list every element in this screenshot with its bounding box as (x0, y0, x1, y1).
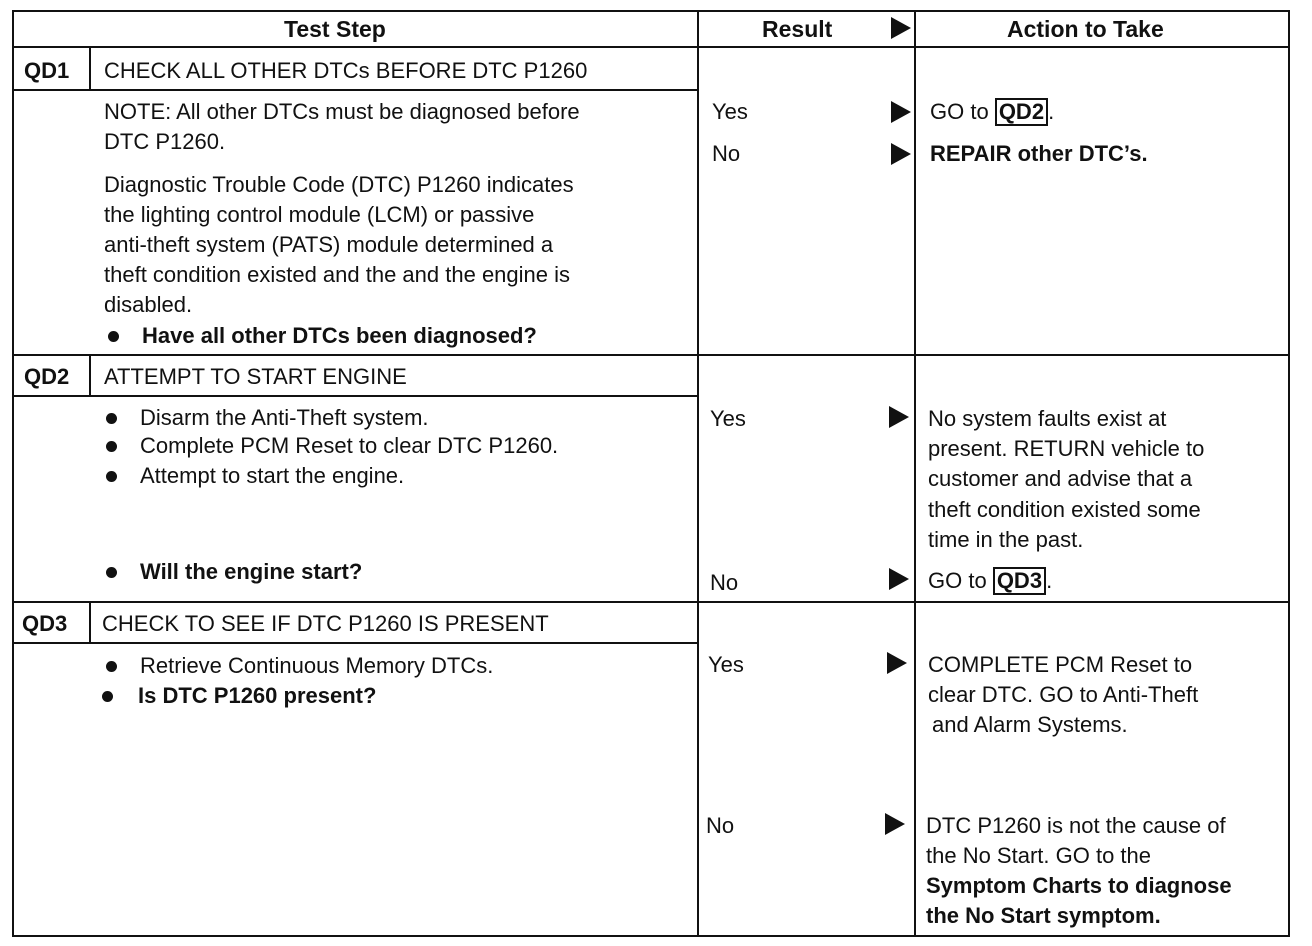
qd3-no-action-line-4: the No Start symptom. (926, 903, 1161, 928)
table-right-border (1288, 10, 1290, 937)
qd3-yes-action-line-3: and Alarm Systems. (932, 712, 1128, 737)
qd1-yes-action-prefix: GO to (930, 99, 989, 124)
bullet-icon (106, 441, 117, 452)
action-column-divider (914, 10, 916, 937)
qd1-yes-action-suffix: . (1048, 99, 1055, 124)
qd3-yes-action-line-2: clear DTC. GO to Anti-Theft (928, 682, 1199, 707)
qd1-no-label: No (712, 141, 741, 166)
qd1-desc-line-4: theft condition existed and the and the … (104, 262, 571, 287)
qd3-title: CHECK TO SEE IF DTC P1260 IS PRESENT (102, 611, 549, 636)
header-action: Action to Take (1007, 16, 1164, 42)
qd1-desc-line-1: Diagnostic Trouble Code (DTC) P1260 indi… (104, 172, 574, 197)
qd2-no-action-ref: QD3 (992, 567, 1047, 595)
qd1-question: Have all other DTCs been diagnosed? (142, 323, 537, 348)
qd2-yes-action-line-2: present. RETURN vehicle to (928, 436, 1205, 461)
qd1-yes-label: Yes (712, 99, 748, 124)
qd3-yes-action-line-1: COMPLETE PCM Reset to (928, 652, 1193, 677)
qd3-yes-label: Yes (708, 652, 744, 677)
header-bottom-border (12, 46, 1290, 48)
qd2-title: ATTEMPT TO START ENGINE (104, 364, 407, 389)
qd3-question: Is DTC P1260 present? (138, 683, 377, 708)
qd1-yes-arrow-icon (891, 101, 911, 123)
qd2-no-label: No (710, 570, 739, 595)
qd3-no-arrow-icon (885, 813, 905, 835)
step-id-divider-qd3 (89, 601, 91, 644)
qd2-step-2: Complete PCM Reset to clear DTC P1260. (140, 433, 559, 458)
table-left-border (12, 10, 14, 937)
header-arrow-icon (891, 17, 911, 39)
qd2-yes-action-line-3: customer and advise that a (928, 466, 1193, 491)
qd2-yes-action-line-1: No system faults exist at (928, 406, 1167, 431)
bullet-icon (106, 661, 117, 672)
header-result: Result (762, 16, 833, 42)
qd2-no-arrow-icon (889, 568, 909, 590)
qd3-no-action-line-2: the No Start. GO to the (926, 843, 1151, 868)
bullet-icon (106, 567, 117, 578)
step-id-divider-qd1 (89, 46, 91, 91)
qd1-desc-line-3: anti-theft system (PATS) module determin… (104, 232, 554, 257)
qd3-no-label: No (706, 813, 735, 838)
table-bottom-border (12, 935, 1290, 937)
qd2-yes-action-line-5: time in the past. (928, 527, 1084, 552)
qd3-no-action-line-1: DTC P1260 is not the cause of (926, 813, 1226, 838)
qd1-bottom-border (12, 354, 1290, 356)
qd2-bottom-border (12, 601, 1290, 603)
bullet-icon (102, 691, 113, 702)
qd2-step-id: QD2 (24, 364, 70, 389)
qd1-title-bottom-border (12, 89, 698, 91)
qd2-no-action: GO to QD3. (928, 566, 1052, 596)
qd1-note-line-2: DTC P1260. (104, 129, 226, 154)
qd1-no-arrow-icon (891, 143, 911, 165)
bullet-icon (106, 471, 117, 482)
qd2-step-1: Disarm the Anti-Theft system. (140, 405, 429, 430)
qd2-yes-label: Yes (710, 406, 746, 431)
qd2-question: Will the engine start? (140, 559, 363, 584)
qd1-yes-action: GO to QD2. (930, 97, 1054, 127)
qd3-no-action-line-3: Symptom Charts to diagnose (926, 873, 1232, 898)
header-test-step: Test Step (284, 16, 386, 42)
qd1-no-action: REPAIR other DTC’s. (930, 141, 1148, 166)
qd3-step-1: Retrieve Continuous Memory DTCs. (140, 653, 494, 678)
qd3-yes-arrow-icon (887, 652, 907, 674)
qd2-step-3: Attempt to start the engine. (140, 463, 405, 488)
qd1-desc-line-2: the lighting control module (LCM) or pas… (104, 202, 535, 227)
qd2-title-bottom-border (12, 395, 698, 397)
step-id-divider-qd2 (89, 354, 91, 397)
qd2-no-action-suffix: . (1046, 568, 1053, 593)
qd1-yes-action-ref: QD2 (994, 98, 1049, 126)
table-top-border (12, 10, 1290, 12)
qd2-no-action-prefix: GO to (928, 568, 987, 593)
bullet-icon (108, 331, 119, 342)
qd1-note-line-1: NOTE: All other DTCs must be diagnosed b… (104, 99, 580, 124)
qd2-yes-arrow-icon (889, 406, 909, 428)
qd1-title: CHECK ALL OTHER DTCs BEFORE DTC P1260 (104, 58, 588, 83)
qd3-title-bottom-border (12, 642, 698, 644)
qd1-step-id: QD1 (24, 58, 70, 83)
qd3-step-id: QD3 (22, 611, 68, 636)
qd1-desc-line-5: disabled. (104, 292, 193, 317)
qd2-yes-action-line-4: theft condition existed some (928, 497, 1201, 522)
bullet-icon (106, 413, 117, 424)
result-column-divider (697, 10, 699, 937)
